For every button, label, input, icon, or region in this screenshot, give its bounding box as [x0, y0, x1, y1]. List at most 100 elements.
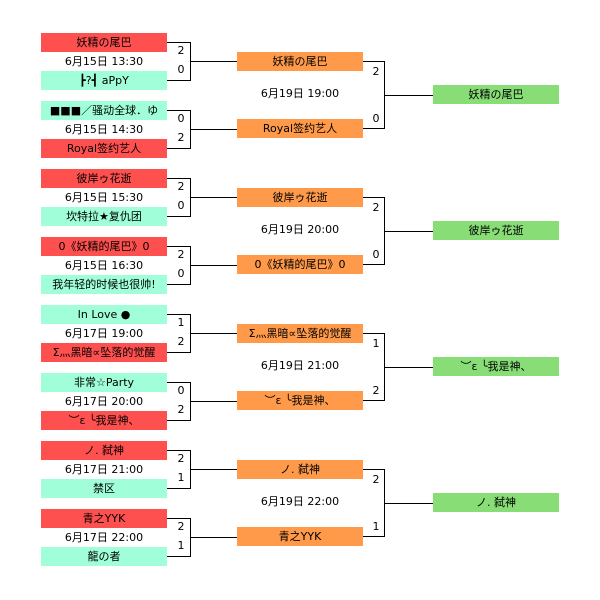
team-box[interactable]: 禁区 — [41, 479, 167, 498]
bracket-line — [190, 537, 237, 538]
match-date: 6月17日 21:00 — [64, 463, 144, 476]
bracket-line — [190, 265, 237, 266]
bracket-line — [363, 61, 384, 62]
bracket-line — [167, 556, 190, 557]
bracket-line — [363, 400, 384, 401]
match-date: 6月17日 20:00 — [64, 395, 144, 408]
bracket-line — [167, 148, 190, 149]
final-team-box[interactable]: ︶ε ╰我是神、 — [433, 357, 559, 376]
score: 2 — [372, 384, 380, 397]
team-box[interactable]: ノ. 弑神 — [41, 441, 167, 460]
bracket-line — [384, 95, 433, 96]
bracket-line — [190, 61, 237, 62]
score: 2 — [372, 65, 380, 78]
score: 0 — [177, 267, 185, 280]
final-team-box[interactable]: ノ. 弑神 — [433, 493, 559, 512]
score: 0 — [372, 248, 380, 261]
score: 1 — [372, 337, 380, 350]
match-date: 6月17日 22:00 — [64, 531, 144, 544]
bracket-line — [363, 536, 384, 537]
bracket-line — [167, 314, 190, 315]
score: 1 — [177, 316, 185, 329]
team-box[interactable]: ︶ε ╰我是神、 — [41, 411, 167, 430]
final-team-box[interactable]: 彼岸ゥ花逝 — [433, 221, 559, 240]
match-date: 6月15日 16:30 — [64, 259, 144, 272]
bracket-line — [167, 420, 190, 421]
score: 1 — [177, 471, 185, 484]
semi-date: 6月19日 20:00 — [260, 223, 340, 236]
score: 0 — [177, 384, 185, 397]
score: 2 — [372, 201, 380, 214]
team-box[interactable]: ■■■／骚动全球．ゆ — [41, 101, 167, 120]
score: 2 — [177, 452, 185, 465]
score: 1 — [372, 520, 380, 533]
bracket-line — [167, 42, 190, 43]
score: 2 — [177, 44, 185, 57]
bracket-line — [363, 333, 384, 334]
bracket-line — [190, 333, 237, 334]
bracket-line — [167, 352, 190, 353]
match-date: 6月15日 13:30 — [64, 55, 144, 68]
score: 2 — [177, 248, 185, 261]
bracket-line — [167, 518, 190, 519]
match-date: 6月15日 15:30 — [64, 191, 144, 204]
team-box[interactable]: Σ灬黑暗∝坠落的觉醒 — [41, 343, 167, 362]
bracket-line — [384, 367, 433, 368]
team-box[interactable]: 青之YYK — [41, 509, 167, 528]
team-box[interactable]: Royal签约艺人 — [41, 139, 167, 158]
bracket-line — [384, 503, 433, 504]
bracket-line — [190, 401, 237, 402]
team-box[interactable]: 彼岸ゥ花逝 — [41, 169, 167, 188]
bracket-line — [167, 382, 190, 383]
semi-date: 6月19日 19:00 — [260, 87, 340, 100]
team-box[interactable]: 龍の者 — [41, 547, 167, 566]
semi-date: 6月19日 21:00 — [260, 359, 340, 372]
score: 0 — [177, 112, 185, 125]
bracket-line — [363, 264, 384, 265]
team-box[interactable]: 坎特拉★复仇团 — [41, 207, 167, 226]
score: 0 — [177, 199, 185, 212]
bracket-line — [363, 469, 384, 470]
semi-team-box[interactable]: Σ灬黑暗∝坠落的觉醒 — [237, 324, 363, 343]
score: 2 — [177, 520, 185, 533]
semi-team-box[interactable]: 妖精の尾巴 — [237, 52, 363, 71]
team-box[interactable]: 非常☆Party — [41, 373, 167, 392]
final-team-box[interactable]: 妖精の尾巴 — [433, 85, 559, 104]
bracket-line — [167, 284, 190, 285]
score: 0 — [372, 112, 380, 125]
score: 2 — [177, 180, 185, 193]
bracket-line — [167, 80, 190, 81]
score: 0 — [177, 63, 185, 76]
bracket-line — [384, 231, 433, 232]
semi-team-box[interactable]: Royal签约艺人 — [237, 119, 363, 138]
bracket-line — [167, 246, 190, 247]
semi-team-box[interactable]: 0《妖精的尾巴》0 — [237, 255, 363, 274]
score: 2 — [372, 473, 380, 486]
semi-team-box[interactable]: 青之YYK — [237, 527, 363, 546]
score: 2 — [177, 131, 185, 144]
match-date: 6月15日 14:30 — [64, 123, 144, 136]
team-box[interactable]: In Love ● — [41, 305, 167, 324]
bracket-line — [167, 216, 190, 217]
bracket-line — [167, 450, 190, 451]
bracket-line — [190, 197, 237, 198]
score: 1 — [177, 539, 185, 552]
team-box[interactable]: 妖精の尾巴 — [41, 33, 167, 52]
semi-team-box[interactable]: 彼岸ゥ花逝 — [237, 188, 363, 207]
bracket-line — [167, 110, 190, 111]
team-box[interactable]: 0《妖精的尾巴》0 — [41, 237, 167, 256]
score: 2 — [177, 335, 185, 348]
team-box[interactable]: ┣?┫ aPpY — [41, 71, 167, 90]
score: 2 — [177, 403, 185, 416]
bracket-line — [167, 178, 190, 179]
bracket-line — [363, 128, 384, 129]
bracket-line — [167, 488, 190, 489]
match-date: 6月17日 19:00 — [64, 327, 144, 340]
bracket-line — [190, 129, 237, 130]
semi-team-box[interactable]: ノ. 弑神 — [237, 460, 363, 479]
team-box[interactable]: 我年轻的时候也很帅! — [41, 275, 167, 294]
bracket-line — [190, 469, 237, 470]
semi-team-box[interactable]: ︶ε ╰我是神、 — [237, 391, 363, 410]
bracket-line — [363, 197, 384, 198]
